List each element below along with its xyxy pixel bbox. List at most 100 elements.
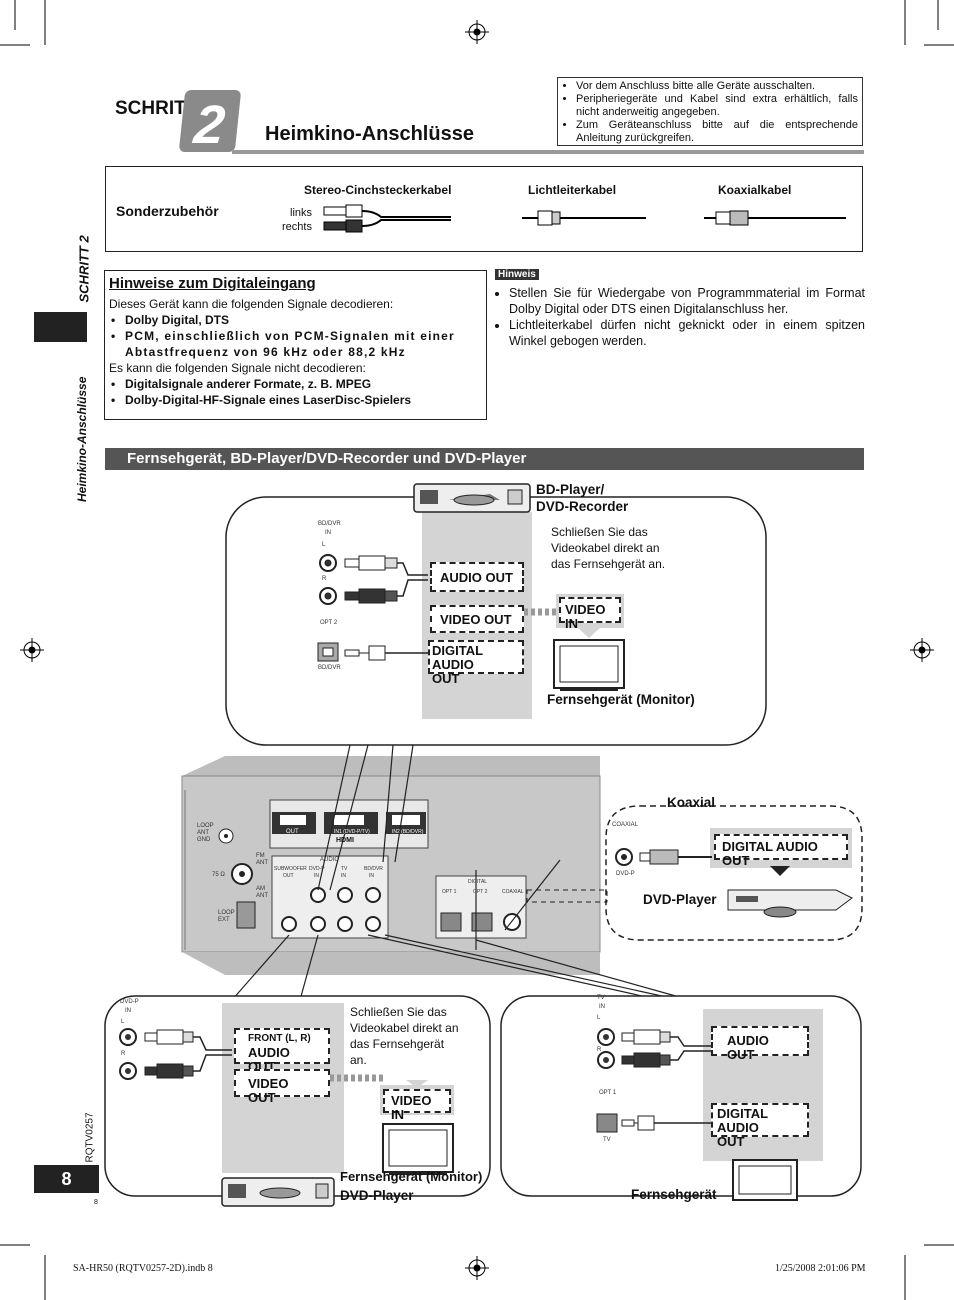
rx-opt2: OPT 2 xyxy=(473,889,488,895)
monitor-label-top: Fernsehgerät (Monitor) xyxy=(547,692,695,707)
rx-gnd: GND xyxy=(197,837,211,843)
rx-ant: ANT xyxy=(197,830,209,836)
digital-notes-title: Hinweise zum Digitaleingang xyxy=(109,275,316,292)
note-item: Vor dem Anschluss bitte alle Geräte auss… xyxy=(576,80,858,93)
bl-jack-top: DVD-P xyxy=(120,999,139,1005)
rx-subwoofer: SUBWOOFER xyxy=(274,866,307,872)
rx-dvdp: DVD-P xyxy=(309,866,325,872)
coax-dvdp-label: DVD-P xyxy=(616,871,635,877)
monitor-icon-top xyxy=(553,639,625,691)
registration-mark-bottom xyxy=(465,1256,489,1280)
rx-loop-ext: LOOP EXT xyxy=(218,910,235,923)
video-in-port: VIDEO IN xyxy=(559,597,621,631)
stereo-cable-label: Stereo-Cinchsteckerkabel xyxy=(304,183,452,197)
br-digital-audio-out-port: DIGITAL AUDIO OUT xyxy=(711,1103,809,1149)
audio-out-port: AUDIO OUT xyxy=(430,562,524,592)
top-note-1: Schließen Sie das xyxy=(551,525,648,539)
rx-audio: AUDIO xyxy=(320,857,340,863)
jack-label-l: L xyxy=(322,542,326,548)
registration-mark-left xyxy=(20,638,44,662)
bl-monitor-label: Fernsehgerät (Monitor) xyxy=(340,1169,483,1184)
bd-player-label-1: BD-Player/ xyxy=(536,482,605,497)
br-digital-l1: DIGITAL AUDIO xyxy=(717,1106,768,1135)
decode-intro: Dieses Gerät kann die folgenden Signale … xyxy=(109,297,394,311)
coaxial-cable-label: Koaxialkabel xyxy=(718,183,792,197)
note-item: Peripheriegeräte und Kabel sind extra er… xyxy=(576,93,858,119)
registration-mark-top xyxy=(465,20,489,44)
sidebar-tab-marker xyxy=(34,312,87,342)
rx-hdmi-in1: IN1 (DVD-P/TV) xyxy=(334,829,370,835)
bl-note-3: das Fernsehgerät xyxy=(350,1037,445,1051)
cable-illustrations xyxy=(323,204,846,233)
bd-player-icon xyxy=(413,483,531,513)
bl-note-4: an. xyxy=(350,1053,367,1067)
rx-am-ant: AM ANT xyxy=(256,886,268,899)
br-audio-out-port: AUDIO OUT xyxy=(711,1026,809,1062)
decode-item: Dolby Digital, DTS xyxy=(109,312,482,328)
bl-dvd-player-label: DVD-Player xyxy=(340,1188,414,1203)
decode-item: PCM, einschließlich von PCM-Signalen mit… xyxy=(109,328,482,360)
general-notes: Vor dem Anschluss bitte alle Geräte auss… xyxy=(557,77,863,146)
digital-input-notes: Hinweise zum Digitaleingang Dieses Gerät… xyxy=(104,270,487,420)
footer-file: SA-HR50 (RQTV0257-2D).indb 8 xyxy=(73,1263,213,1274)
bl-note-2: Videokabel direkt an xyxy=(350,1021,459,1035)
model-code: RQTV0257 xyxy=(80,1105,100,1165)
footer-date: 1/25/2008 2:01:06 PM xyxy=(775,1263,866,1274)
rx-bddvr: BD/DVR xyxy=(364,866,383,872)
dvd-player-label-right: DVD-Player xyxy=(643,892,717,907)
small-page-number: 8 xyxy=(94,1199,98,1206)
accessories-box: Sonderzubehör Stereo-Cinchsteckerkabel L… xyxy=(105,166,863,252)
br-jack-top: TV xyxy=(597,995,605,1001)
jack-label-in: IN xyxy=(325,530,331,536)
section-title-bar: Fernsehgerät, BD-Player/DVD-Recorder und… xyxy=(105,448,864,470)
bl-jack-r: R xyxy=(121,1051,126,1057)
rx-hdmi-out: OUT xyxy=(286,829,299,835)
title-rule xyxy=(232,150,864,154)
rx-sub-out: OUT xyxy=(283,873,294,879)
bl-video-in-port: VIDEO IN xyxy=(383,1089,451,1122)
br-tv-label: Fernsehgerät xyxy=(631,1187,717,1202)
digital-audio-out-l1: DIGITAL AUDIO xyxy=(432,643,483,672)
bl-note-1: Schließen Sie das xyxy=(350,1005,447,1019)
coaxial-cable-icon xyxy=(704,210,846,226)
rx-in-3: IN xyxy=(369,873,374,879)
hinweis-item: Stellen Sie für Wiedergabe von Programmm… xyxy=(509,285,865,317)
jack-label-bddvr: BD/DVR xyxy=(318,521,341,527)
jack-label-opt2: OPT 2 xyxy=(320,620,338,626)
hinweis-list: Stellen Sie für Wiedergabe von Programmm… xyxy=(495,285,865,349)
jack-label-bddvr-2: BD/DVR xyxy=(318,665,341,671)
bd-player-label-2: DVD-Recorder xyxy=(536,499,629,514)
dvd-player-icon-bottom xyxy=(221,1177,335,1207)
front-label: FRONT (L, R) xyxy=(248,1033,311,1044)
bl-audio-out-port: FRONT (L, R) AUDIO OUT xyxy=(234,1028,330,1074)
coax-digital-audio-out: DIGITAL AUDIO OUT xyxy=(714,834,848,868)
accessories-heading: Sonderzubehör xyxy=(116,203,219,219)
hinweis-tag: Hinweis xyxy=(495,269,539,280)
bl-jack-l: L xyxy=(121,1019,125,1025)
bl-jack-in: IN xyxy=(125,1008,131,1014)
br-jack-r: R xyxy=(597,1047,602,1053)
optical-cable-label: Lichtleiterkabel xyxy=(528,183,617,197)
right-label: rechts xyxy=(282,221,312,233)
br-digital-l2: OUT xyxy=(717,1134,745,1149)
monitor-icon-bottom xyxy=(382,1123,454,1175)
left-label: links xyxy=(290,207,313,219)
rx-tv: TV xyxy=(341,866,348,872)
hdmi-logo: HDMI xyxy=(336,837,354,844)
br-jack-in: IN xyxy=(599,1004,605,1010)
dvd-player-icon-right xyxy=(727,866,853,918)
video-out-port: VIDEO OUT xyxy=(430,605,524,633)
tv-icon-bottom-right xyxy=(732,1159,798,1201)
rx-coaxial: COAXIAL xyxy=(502,889,524,895)
jack-label-r: R xyxy=(322,576,327,582)
nondecode-item: Digitalsignale anderer Formate, z. B. MP… xyxy=(109,376,482,392)
rx-loop: LOOP xyxy=(197,823,214,829)
optical-cable-icon xyxy=(522,210,646,226)
rx-opt1: OPT 1 xyxy=(442,889,457,895)
hinweis-item: Lichtleiterkabel dürfen nicht geknickt o… xyxy=(509,317,865,349)
rx-digital: DIGITAL xyxy=(468,879,488,885)
stereo-cable-icon xyxy=(323,204,451,233)
rx-ohm: 75 Ω xyxy=(212,872,225,878)
br-opt1: OPT 1 xyxy=(599,1090,617,1096)
